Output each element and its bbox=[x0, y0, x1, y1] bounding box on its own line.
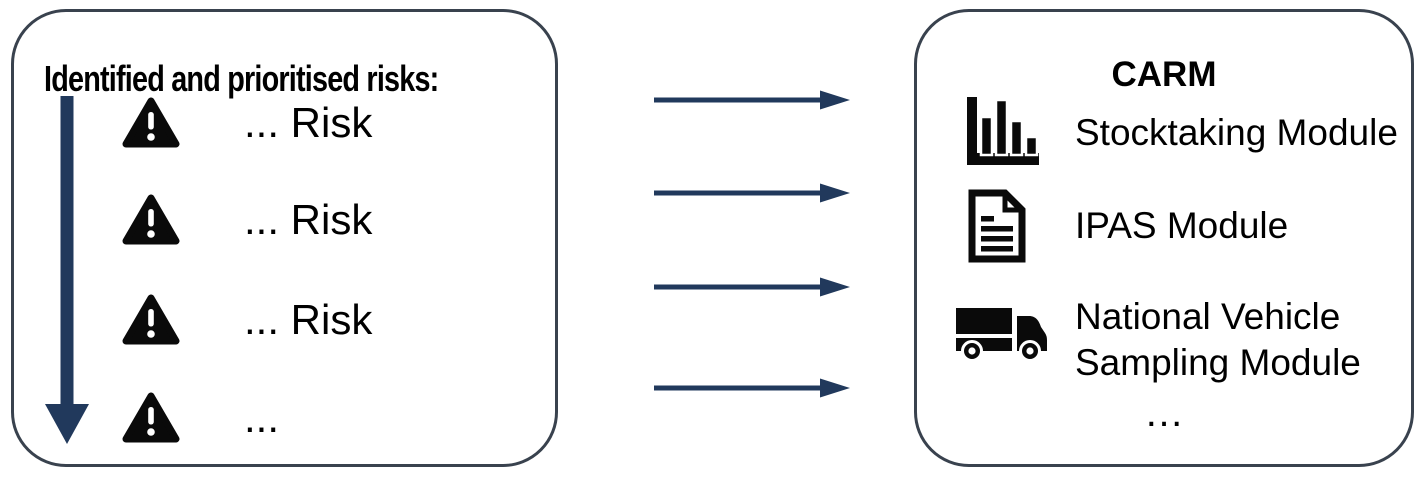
flow-arrow-icon bbox=[654, 277, 850, 297]
module-label-ipas: IPAS Module bbox=[1075, 205, 1289, 246]
warning-triangle-icon bbox=[122, 294, 180, 345]
carm-panel-title: CARM bbox=[1111, 55, 1217, 95]
document-icon bbox=[968, 189, 1026, 263]
risk-item-label: ... bbox=[244, 394, 280, 441]
risk-item-label: ... Risk bbox=[244, 296, 373, 343]
carm-panel: CARM Stocktaking Module IPAS Module bbox=[914, 9, 1414, 467]
risks-panel-title: Identified and prioritised risks: bbox=[44, 57, 439, 99]
risk-item-label: ... Risk bbox=[244, 99, 373, 146]
risk-item: ... Risk bbox=[122, 293, 372, 347]
risk-item: ... Risk bbox=[122, 96, 372, 150]
warning-triangle-icon bbox=[122, 97, 180, 148]
warning-triangle-icon bbox=[122, 392, 180, 443]
risk-item-label: ... Risk bbox=[244, 196, 373, 243]
flow-arrow-icon bbox=[654, 183, 850, 203]
descending-priority-arrow bbox=[45, 96, 89, 444]
flow-arrow-icon bbox=[654, 378, 850, 398]
module-label-national-vehicle-sampling: National Vehicle Sampling Module bbox=[1075, 296, 1361, 383]
carm-ellipsis: … bbox=[1144, 391, 1184, 435]
flow-arrow-icon bbox=[654, 90, 850, 110]
risk-item: ... Risk bbox=[122, 193, 372, 247]
risks-panel: Identified and prioritised risks: ... Ri… bbox=[11, 9, 558, 467]
bar-chart-icon bbox=[967, 97, 1039, 165]
warning-triangle-icon bbox=[122, 194, 180, 245]
module-label-stocktaking: Stocktaking Module bbox=[1075, 112, 1398, 153]
risk-item: ... bbox=[122, 391, 279, 445]
truck-icon bbox=[956, 308, 1047, 362]
